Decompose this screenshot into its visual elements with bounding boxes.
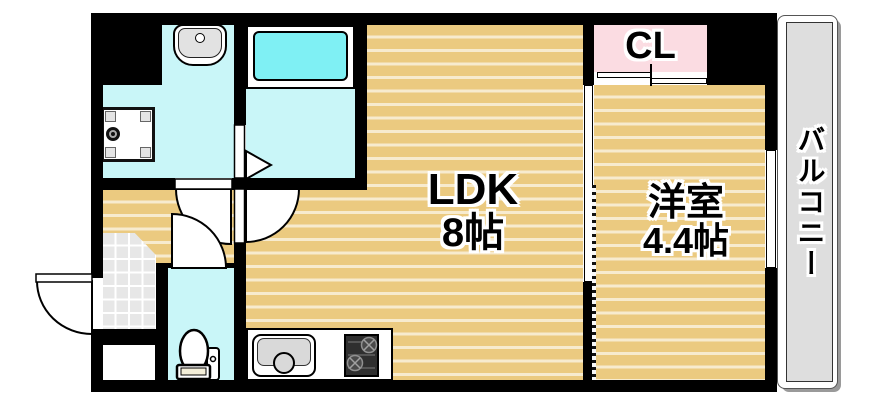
wall-partition-bottom [583,282,594,380]
bedroom-window [766,150,776,268]
toilet-door-swing [171,212,228,269]
bedroom-size-label: 4.4帖 [642,219,730,261]
entrance-door-icon [35,273,93,283]
bathroom-door-leaf [233,124,246,179]
closet-door-tick [650,64,652,86]
bedroom-label-group: 洋室 4.4帖 [592,184,780,259]
pan-corner-pad [140,111,151,122]
wall-under-wet-right [232,178,367,190]
wall-entrance-bottom [91,329,168,345]
partition-track [592,185,596,380]
bedroom-label: 洋室 [647,182,724,224]
toilet-tank-lid [180,367,207,376]
pan-corner-pad [140,147,151,158]
ldk-label: LDK [427,165,519,214]
washer-drain-icon [106,127,120,141]
pan-corner-pad [105,111,116,122]
wall-under-wet-left [91,178,175,190]
stove-burner-cross [363,339,375,351]
balcony-deck: バルコニー [786,22,833,382]
stove-burner-cross [349,357,361,369]
bathtub-icon [253,31,348,81]
pan-corner-pad [105,147,116,158]
wall-bathroom-ldk [355,13,367,190]
bathroom-door-icon [245,149,274,181]
wall-toilet-left [156,263,168,392]
stove-grill-bar [348,354,375,356]
toilet-side-button [209,355,217,363]
kitchen-faucet-icon [273,352,295,374]
wall-toilet-ldk [234,243,246,392]
ldk-size-label: 8帖 [441,210,505,255]
shoe-alcove-floor [103,345,155,380]
wall-block-topright [707,13,777,85]
sliding-partition [584,85,593,282]
wall-left-lower [91,331,103,392]
washer-drain-dot [111,132,115,136]
wall-bedroom-right-upper [765,85,777,150]
entrance-tile-floor [103,233,156,329]
wall-partition-top [583,13,594,85]
stove-burners [346,336,378,372]
wall-block-topleft [91,13,162,85]
ldk-door-swing [245,188,301,244]
toilet-icon [175,328,220,381]
wall-washroom-bathroom [234,13,246,125]
balcony-label: バルコニー [794,124,826,280]
wall-bottom [91,380,777,392]
wall-top [91,13,777,25]
ldk-label-group: LDK 8帖 [378,165,568,255]
ldk-door-leaf [233,188,246,244]
entrance-door-swing [35,280,93,336]
washroom-door-leaf [174,178,233,190]
wall-bedroom-right-lower [765,268,777,392]
washbasin-drain [195,33,205,43]
bedroom-floor [594,85,765,380]
closet-label: CL [625,25,676,67]
